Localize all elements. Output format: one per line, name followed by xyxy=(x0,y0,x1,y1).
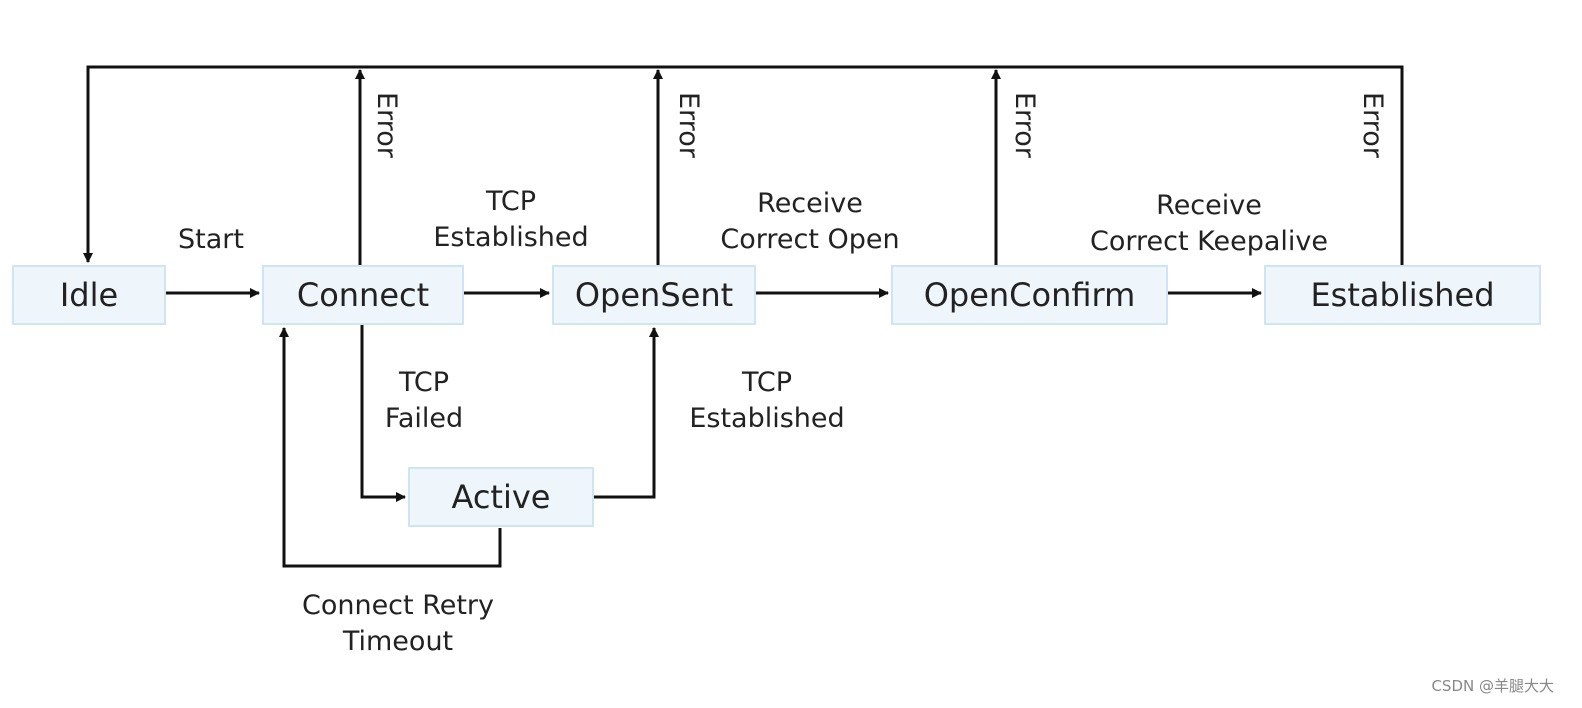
label-line: Correct Keepalive xyxy=(1090,226,1328,257)
label-error-connect: Error xyxy=(371,92,402,158)
label-line: Timeout xyxy=(342,626,454,657)
label-connect-retry-timeout: Connect Retry Timeout xyxy=(290,588,506,660)
label-line: Established xyxy=(689,403,845,434)
error-bus-line xyxy=(83,65,1404,265)
label-line: Receive xyxy=(1156,190,1262,221)
watermark: CSDN @羊腿大大 xyxy=(1431,677,1554,695)
label-line: TCP xyxy=(398,367,450,398)
label-line: TCP xyxy=(741,367,793,398)
state-idle: Idle xyxy=(12,265,166,325)
state-connect: Connect xyxy=(262,265,464,325)
label-receive-keepalive: Receive Correct Keepalive xyxy=(1078,188,1340,260)
state-openconfirm: OpenConfirm xyxy=(891,265,1168,325)
label-line: Connect Retry xyxy=(301,590,495,621)
label-tcp-failed: TCP Failed xyxy=(372,365,476,437)
state-established: Established xyxy=(1264,265,1541,325)
arrow-active-connect-retry xyxy=(279,327,502,568)
label-line: Failed xyxy=(384,403,464,434)
label-error-established: Error xyxy=(1357,92,1388,158)
label-start: Start xyxy=(178,224,244,255)
arrow-connect-active xyxy=(360,325,406,502)
state-opensent: OpenSent xyxy=(552,265,756,325)
label-tcp-established-2: TCP Established xyxy=(682,365,852,437)
label-error-opensent: Error xyxy=(673,92,704,158)
label-line: TCP xyxy=(485,186,537,217)
state-active: Active xyxy=(408,467,594,527)
label-line: Receive xyxy=(757,188,863,219)
label-line: Correct Open xyxy=(720,224,900,255)
label-error-openconfirm: Error xyxy=(1009,92,1040,158)
label-line: Established xyxy=(433,222,589,253)
label-receive-open: Receive Correct Open xyxy=(708,186,912,258)
arrow-active-opensent xyxy=(594,327,659,499)
label-tcp-established-1: TCP Established xyxy=(426,184,596,256)
